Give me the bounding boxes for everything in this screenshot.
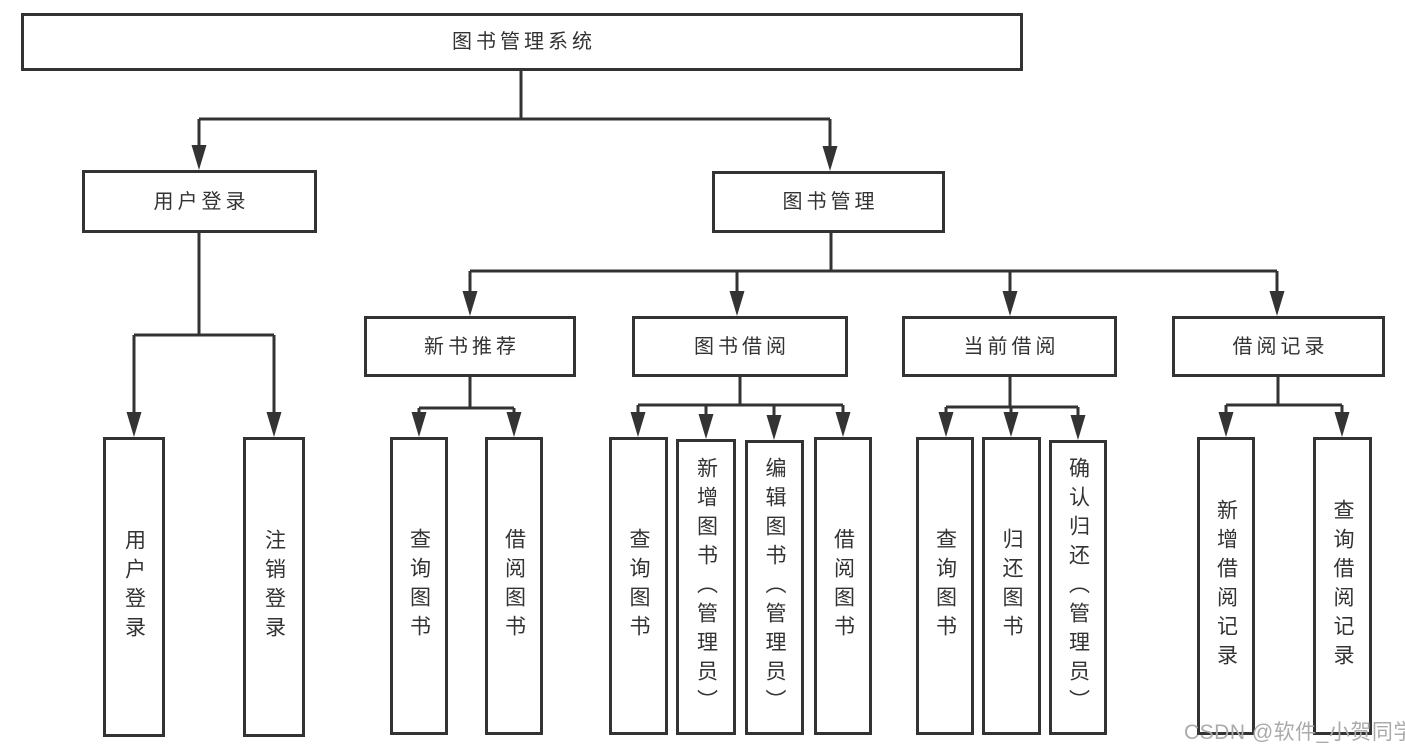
node-borrowing-records-label: 借阅记录 bbox=[1232, 335, 1329, 358]
node-leaf-add-borrow-record-label: 新增借阅记录 bbox=[1214, 499, 1238, 673]
node-leaf-query-books-borrow-label: 查询图书 bbox=[627, 528, 650, 644]
node-new-book-recommend: 新书推荐 bbox=[364, 316, 576, 377]
node-root: 图书管理系统 bbox=[21, 13, 1023, 71]
node-leaf-query-books-recommend-label: 查询图书 bbox=[407, 528, 431, 644]
node-leaf-return-books-label: 归还图书 bbox=[1000, 528, 1023, 644]
node-new-book-recommend-label: 新书推荐 bbox=[424, 335, 520, 358]
node-book-management: 图书管理 bbox=[712, 171, 945, 233]
node-leaf-confirm-return-admin-label: 确认归还（管理员） bbox=[1066, 457, 1090, 718]
node-leaf-add-books-admin: 新增图书（管理员） bbox=[676, 439, 736, 735]
node-leaf-query-books-current: 查询图书 bbox=[916, 437, 974, 735]
node-leaf-user-login-label: 用户登录 bbox=[122, 529, 146, 645]
node-book-borrowing: 图书借阅 bbox=[632, 316, 848, 377]
node-leaf-add-books-admin-label: 新增图书（管理员） bbox=[694, 456, 718, 718]
node-leaf-add-borrow-record: 新增借阅记录 bbox=[1197, 437, 1255, 735]
node-leaf-borrow-books-recommend: 借阅图书 bbox=[485, 437, 543, 735]
node-leaf-confirm-return-admin: 确认归还（管理员） bbox=[1049, 440, 1107, 735]
node-leaf-user-login: 用户登录 bbox=[103, 437, 165, 737]
node-leaf-query-borrow-record-label: 查询借阅记录 bbox=[1331, 499, 1354, 673]
node-book-management-label: 图书管理 bbox=[782, 191, 879, 213]
node-root-label: 图书管理系统 bbox=[452, 31, 596, 53]
node-current-borrowing: 当前借阅 bbox=[902, 316, 1117, 377]
node-user-login-label: 用户登录 bbox=[153, 190, 250, 213]
node-leaf-return-books: 归还图书 bbox=[982, 437, 1041, 735]
node-borrowing-records: 借阅记录 bbox=[1172, 316, 1385, 377]
csdn-watermark: CSDN @软件_小贺同学 bbox=[1184, 721, 1405, 744]
node-user-login: 用户登录 bbox=[82, 170, 317, 233]
node-leaf-borrow-books-label: 借阅图书 bbox=[831, 528, 855, 644]
node-leaf-logout: 注销登录 bbox=[243, 437, 305, 737]
node-leaf-query-borrow-record: 查询借阅记录 bbox=[1313, 437, 1372, 735]
node-leaf-edit-books-admin: 编辑图书（管理员） bbox=[745, 440, 804, 735]
node-leaf-borrow-books: 借阅图书 bbox=[814, 437, 872, 735]
node-leaf-edit-books-admin-label: 编辑图书（管理员） bbox=[763, 457, 786, 718]
node-book-borrowing-label: 图书借阅 bbox=[694, 335, 790, 358]
node-current-borrowing-label: 当前借阅 bbox=[963, 335, 1060, 358]
node-leaf-query-books-current-label: 查询图书 bbox=[933, 528, 957, 644]
node-leaf-borrow-books-recommend-label: 借阅图书 bbox=[502, 528, 526, 644]
node-leaf-query-books-recommend: 查询图书 bbox=[390, 437, 448, 735]
node-leaf-logout-label: 注销登录 bbox=[262, 529, 286, 645]
node-leaf-query-books-borrow: 查询图书 bbox=[609, 437, 668, 735]
